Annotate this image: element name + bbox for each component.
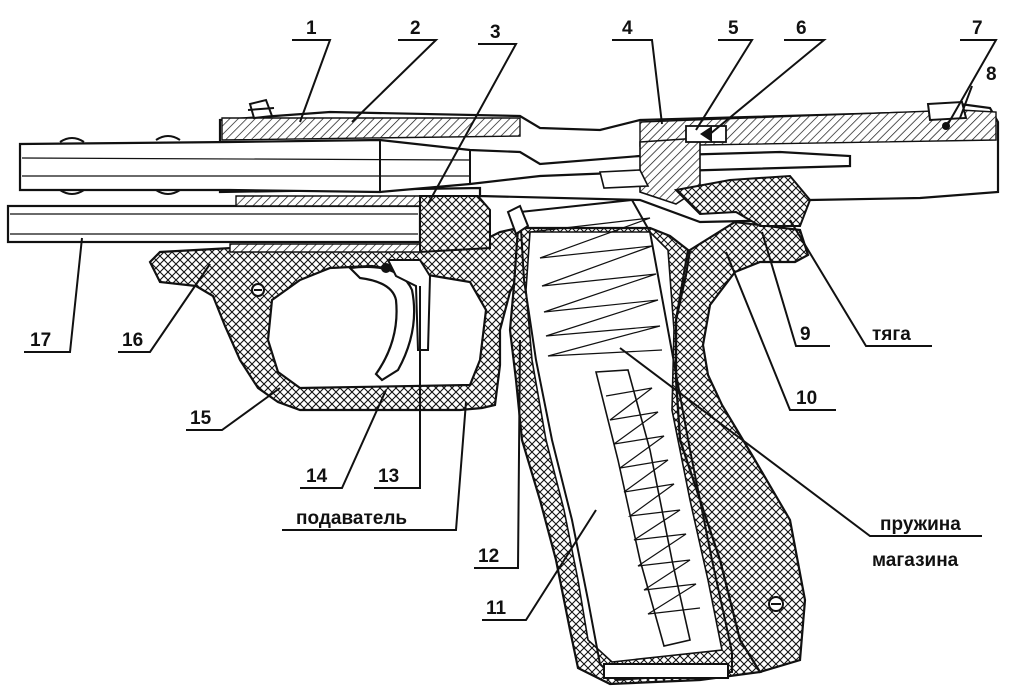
callout-10: 10 (796, 388, 817, 409)
leader-lines (24, 39, 998, 621)
barrel (18, 135, 852, 195)
callout-1: 1 (306, 18, 317, 39)
trigger-pin-icon (381, 263, 391, 273)
callout-13: 13 (378, 466, 399, 487)
callout-2: 2 (410, 18, 421, 39)
label-pruzhina: пружина (880, 514, 961, 535)
callout-16: 16 (122, 330, 143, 351)
callout-15: 15 (190, 408, 212, 429)
callout-6: 6 (796, 18, 807, 39)
frame-grip (148, 220, 810, 686)
label-magazina: магазина (872, 550, 959, 571)
callout-11: 11 (486, 598, 507, 619)
callout-7: 7 (972, 18, 983, 39)
callout-5: 5 (728, 18, 739, 39)
callout-4: 4 (622, 18, 633, 39)
recoil-assembly (6, 195, 491, 254)
callout-9: 9 (800, 324, 811, 345)
label-tyaga: тяга (872, 324, 911, 345)
callout-12: 12 (478, 546, 499, 567)
callout-labels: 1 2 3 4 5 6 7 8 9 10 11 12 13 14 15 16 1… (30, 18, 997, 619)
magazine (506, 198, 733, 682)
callout-14: 14 (306, 466, 328, 487)
label-podavatel: подаватель (296, 508, 407, 529)
callout-17: 17 (30, 330, 51, 351)
callout-8: 8 (986, 64, 997, 85)
magazine-spring (529, 217, 701, 615)
callout-3: 3 (490, 22, 501, 43)
